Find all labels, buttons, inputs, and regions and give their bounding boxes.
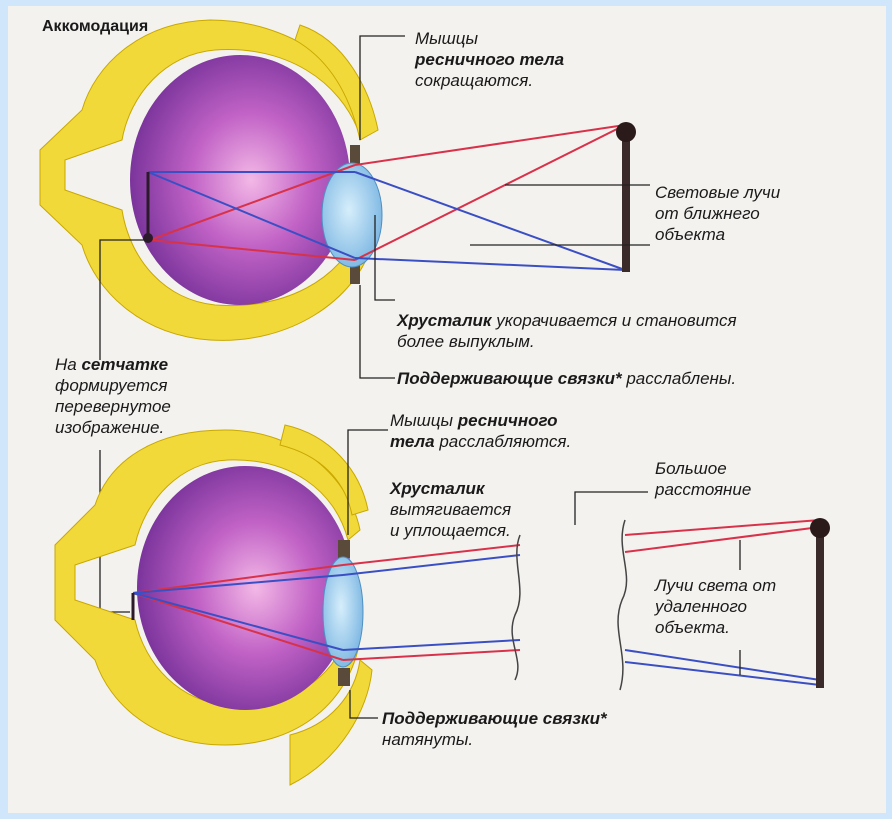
top-near-object <box>622 132 630 272</box>
leader-top-ligaments <box>360 285 395 378</box>
far-ray-red-1 <box>625 520 820 535</box>
top-rays-label: Световые лучи от ближнего объекта <box>655 182 780 245</box>
bottom-ray-red-1 <box>343 545 520 565</box>
top-ciliary-label: Мышцы ресничного тела сокращаются. <box>415 28 564 91</box>
bottom-rays-label: Лучи света от удаленного объекта. <box>655 575 776 638</box>
bottom-ray-red-3 <box>343 650 520 660</box>
bottom-ciliary-label: Мышцы ресничного тела расслабляются. <box>390 410 571 452</box>
top-eyeball <box>130 55 350 305</box>
bottom-lens-label: Хрусталик вытягивается и уплощается. <box>390 478 511 541</box>
far-ray-red-2 <box>625 527 820 552</box>
distance-label: Большое расстояние <box>655 458 751 500</box>
frame-right <box>886 0 892 819</box>
top-ray-blue-4 <box>355 258 625 270</box>
far-object <box>816 528 824 688</box>
bottom-ciliary-muscle-upper <box>338 540 350 558</box>
bottom-ligaments-label: Поддерживающие связки* натянуты. <box>382 708 607 750</box>
retina-label: На сетчатке формируется перевернутое изо… <box>55 354 171 438</box>
top-near-object-head <box>616 122 636 142</box>
bottom-ray-blue-4 <box>343 640 520 650</box>
far-object-head <box>810 518 830 538</box>
top-ray-blue-3 <box>355 172 625 270</box>
diagram-title: Аккомодация <box>42 18 148 36</box>
frame-top <box>0 0 892 6</box>
bottom-ray-blue-2 <box>343 555 520 575</box>
bottom-ciliary-muscle-lower <box>338 668 350 686</box>
frame-left <box>0 0 8 819</box>
top-lens-label: Хрусталик укорачивается и становится бол… <box>397 310 737 352</box>
frame-bottom <box>0 813 892 819</box>
leader-distance <box>575 492 648 525</box>
top-retina-image-head <box>143 233 153 243</box>
top-ligaments-label: Поддерживающие связки* расслаблены. <box>397 368 736 389</box>
distance-break-right <box>618 520 627 690</box>
